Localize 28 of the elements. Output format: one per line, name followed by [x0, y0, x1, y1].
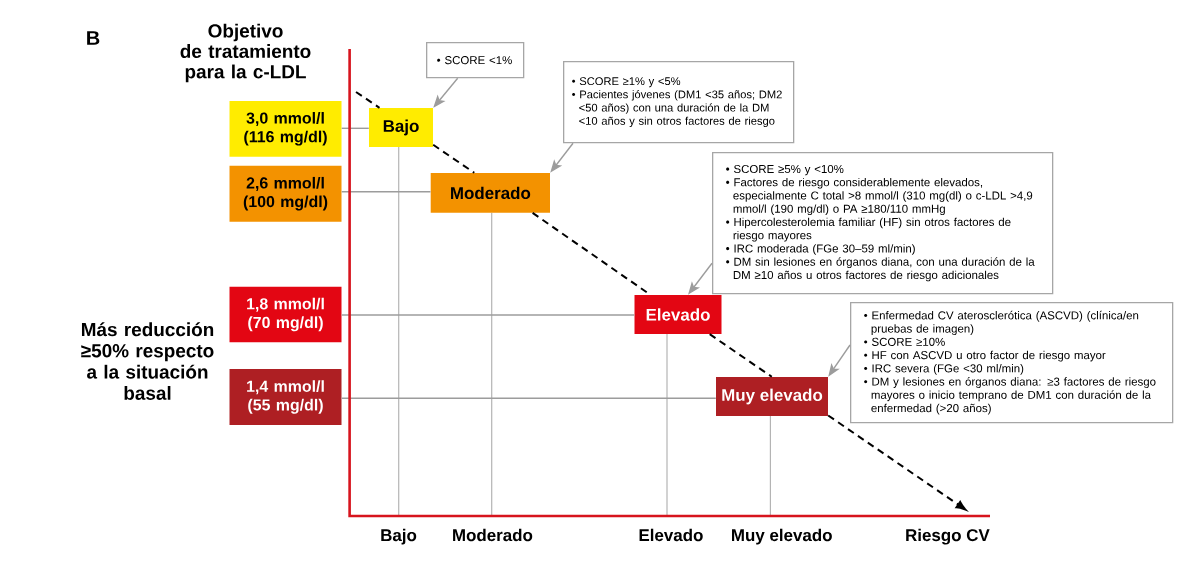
axis-tick-label: Moderado — [453, 528, 533, 542]
guide-line — [341, 314, 635, 316]
dashed-line — [432, 143, 476, 174]
callout-box: • SCORE <1% — [426, 42, 525, 79]
guide-line — [341, 127, 370, 129]
guide-line — [341, 397, 717, 399]
target-box: 1,8 mmol/l (70 mg/dl) — [229, 286, 342, 343]
target-box: 2,6 mmol/l (100 mg/dl) — [229, 165, 342, 222]
dashed-line — [708, 333, 773, 378]
axis-tick-label: Elevado — [639, 528, 703, 542]
axis-tick-label: Riesgo CV — [906, 528, 990, 545]
risk-level-box: Moderado — [430, 173, 550, 213]
axis-tick-label: Bajo — [381, 528, 417, 545]
risk-level-box: Muy elevado — [716, 377, 828, 416]
callout-box: • SCORE ≥1% y <5% • Pacientes jóvenes (DM1 <35 años; DM2 <50 años) con una duración de la DM <10 años y sin otros factores de riesgo — [563, 61, 795, 144]
side-note: Más reducción ≥50% respecto a la situación basal — [81, 322, 214, 400]
panel-letter: B — [87, 31, 100, 45]
callout-box: • Enfermedad CV aterosclerótica (ASCVD) (clínica/en pruebas de imagen) • SCORE ≥10% • HF con ASCVD u otro factor de riesgo mayor • IRC severa (FGe <30 ml/min) • DM y lesiones en órganos diana: ≥3 factores de riesgo mayores o inicio temprano de DM1 con duración de la enfermedad (>20 años) — [850, 302, 1174, 424]
risk-level-box: Elevado — [634, 295, 722, 334]
risk-level-box: Bajo — [369, 108, 433, 147]
target-box: 1,4 mmol/l (55 mg/dl) — [229, 369, 342, 425]
dashed-arrow — [827, 414, 967, 511]
axis-title: Objetivo de tratamiento para la c-LDL — [180, 23, 311, 83]
guide-line — [341, 191, 432, 193]
dashed-line — [355, 91, 381, 109]
callout-box: • SCORE ≥5% y <10% • Factores de riesgo considerablemente elevados, especialmente C total >8 mmol/l (310 mg(dl) o c-LDL >4,9 mmol/l (190 mg/dl) o PA ≥180/110 mmHg • Hipercolesterolemia familiar (HF) sin otros factores de riesgo mayores • IRC moderada (FGe 30–59 ml/min) • DM sin lesiones en órganos diana, con una duración de la DM ≥10 años u otros factores de riesgo adicionales — [712, 152, 1054, 295]
target-box: 3,0 mmol/l (116 mg/dl) — [229, 100, 342, 157]
axis-tick-label: Muy elevado — [732, 528, 832, 545]
